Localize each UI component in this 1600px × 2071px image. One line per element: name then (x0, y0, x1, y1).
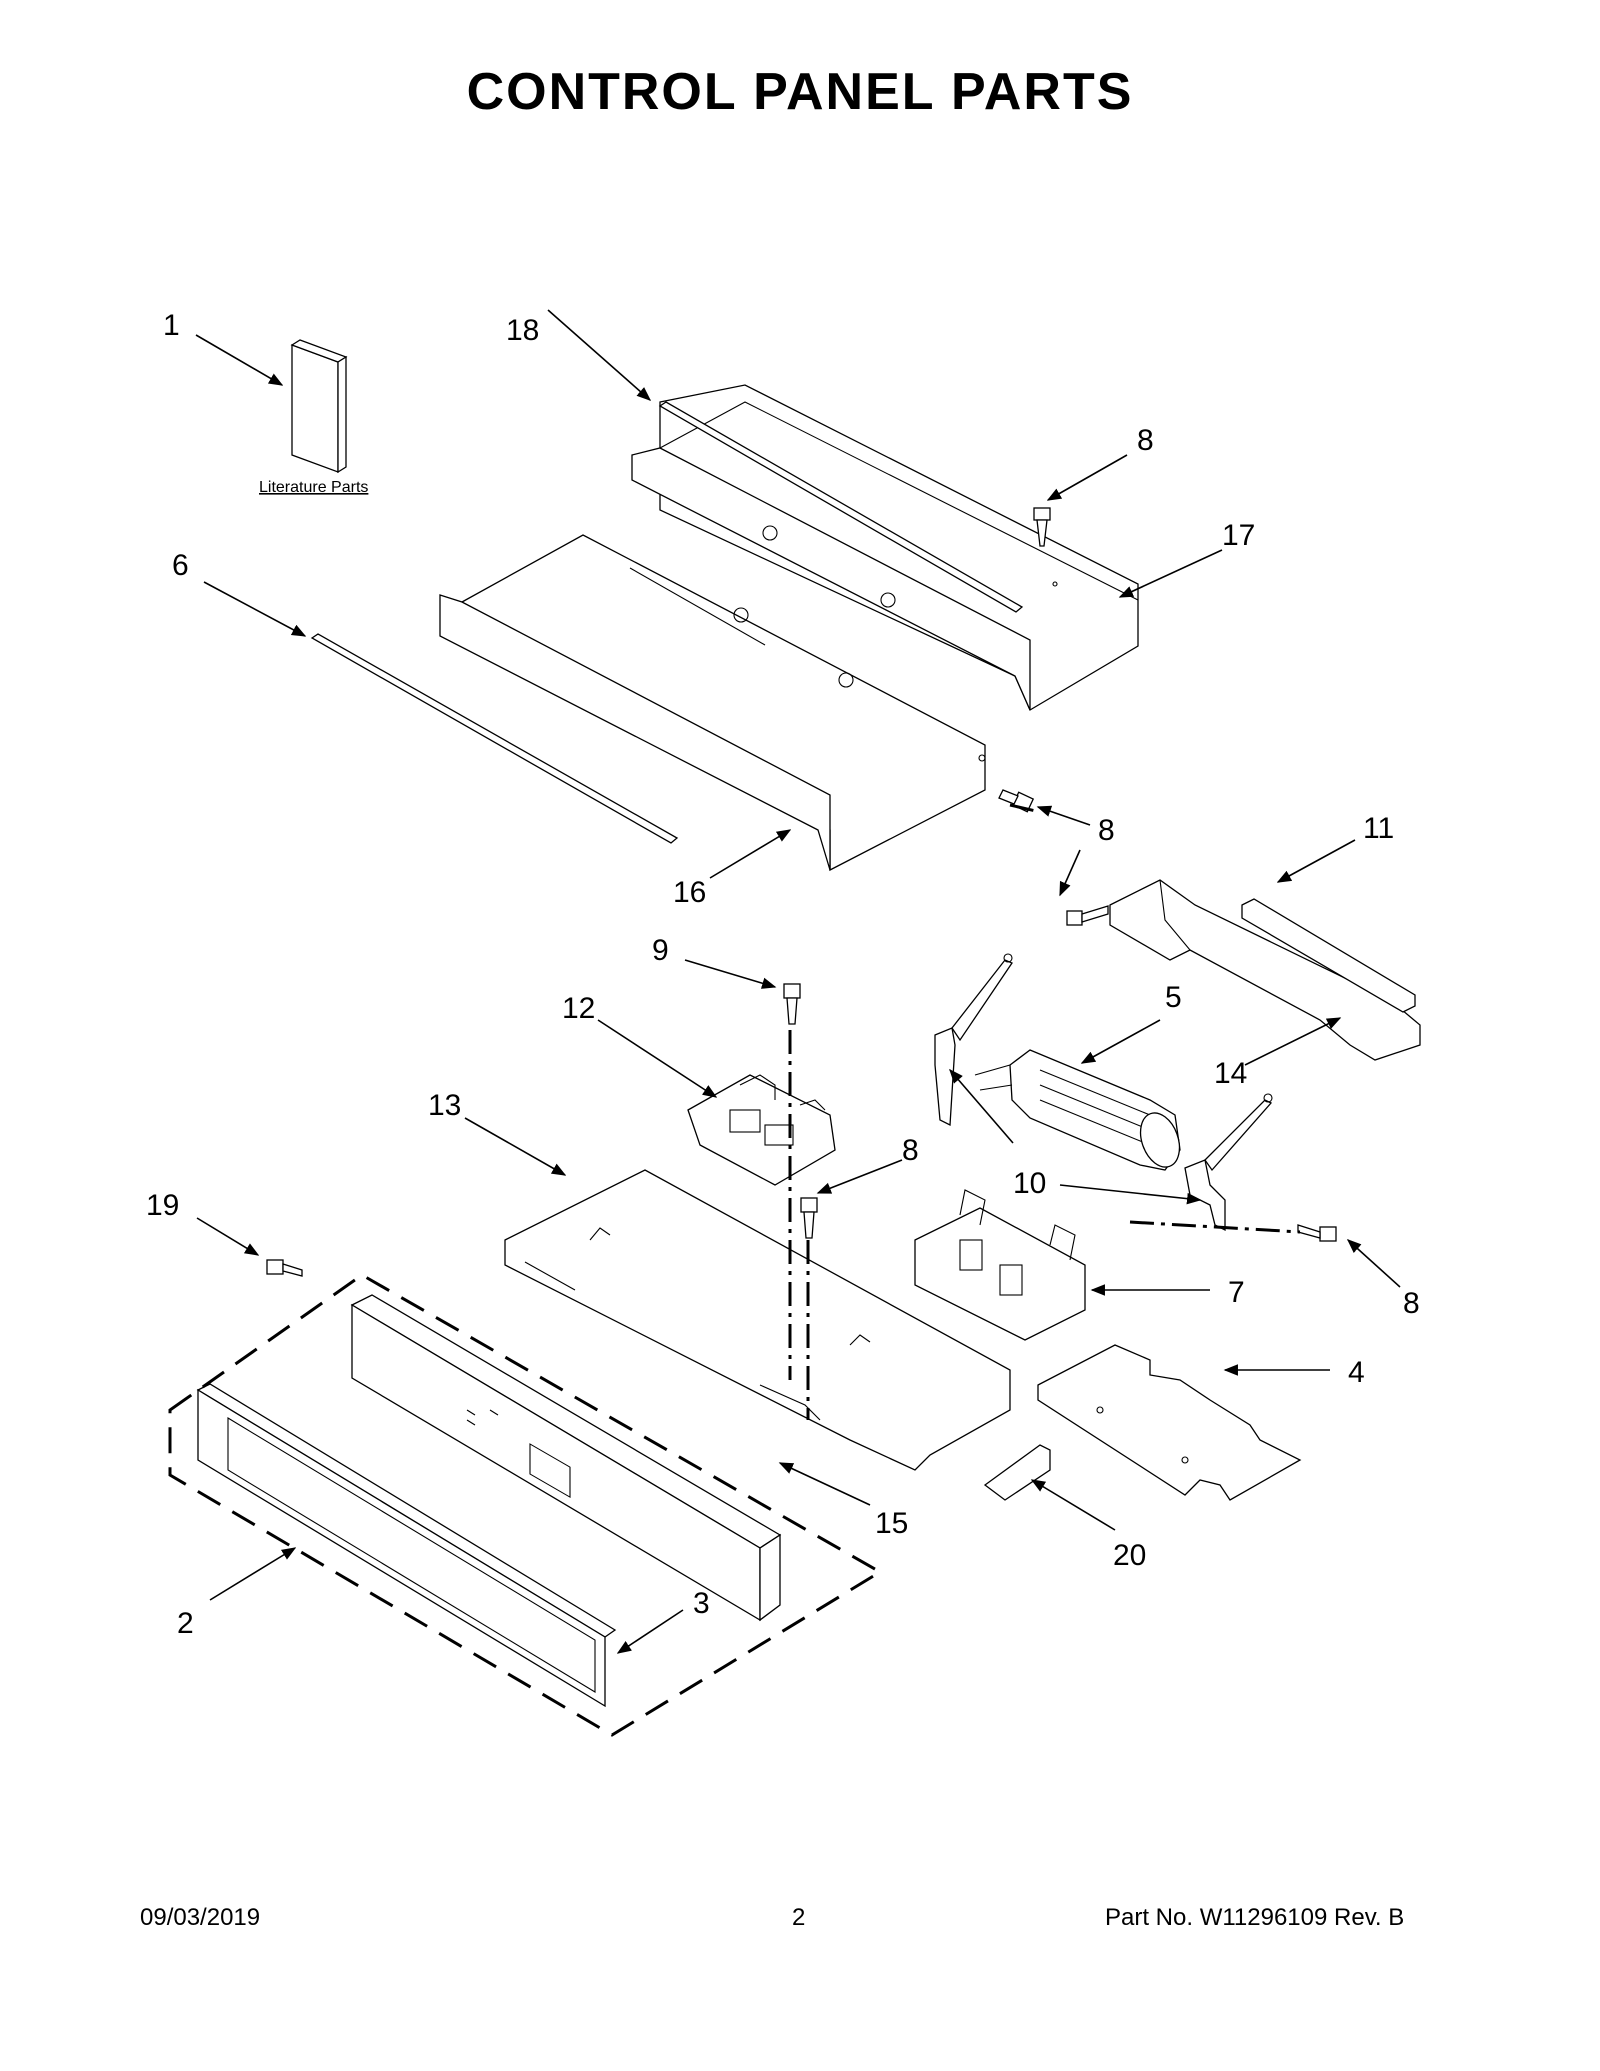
rod-part-6 (310, 633, 679, 844)
screw-part-8-top (1033, 507, 1051, 547)
callout-10: 10 (1013, 1167, 1046, 1200)
callout-11: 11 (1363, 812, 1394, 845)
screw-part-8-center (800, 1197, 818, 1239)
callout-15: 15 (875, 1507, 908, 1540)
callout-3: 3 (693, 1587, 710, 1620)
footer-page-number: 2 (792, 1904, 806, 1931)
bracket-part-10-right (1184, 1093, 1273, 1232)
callout-6: 6 (172, 549, 189, 582)
page-title: CONTROL PANEL PARTS (466, 63, 1134, 121)
callout-16: 16 (673, 876, 706, 909)
upper-frame-part (631, 384, 1139, 711)
insulation-sheet-part-4 (1037, 1344, 1302, 1501)
lower-frame-part (439, 534, 986, 872)
callout-12: 12 (562, 992, 595, 1025)
small-bracket-part-20 (983, 1444, 1051, 1501)
literature-booklet-part (290, 339, 348, 474)
callout-14: 14 (1214, 1057, 1247, 1090)
bar-part-11 (1241, 898, 1416, 1013)
callout-8: 8 (902, 1134, 919, 1167)
callout-20: 20 (1113, 1539, 1146, 1572)
screw-part-9 (783, 983, 801, 1025)
blower-fan-part-5 (974, 1049, 1181, 1171)
callout-labels: 1 18 8 17 6 8 16 11 9 12 5 14 13 8 10 19… (146, 309, 1420, 1640)
relay-board-part-7 (914, 1189, 1086, 1341)
screw-part-8-bracket (1066, 905, 1109, 926)
callout-4: 4 (1348, 1356, 1365, 1389)
screw-part-8-right (1297, 1224, 1337, 1242)
screw-part-19 (266, 1259, 303, 1277)
callout-17: 17 (1222, 519, 1255, 552)
callout-18: 18 (506, 314, 539, 347)
callout-5: 5 (1165, 981, 1182, 1014)
callout-8: 8 (1098, 814, 1115, 847)
callout-8: 8 (1403, 1287, 1420, 1320)
callout-7: 7 (1228, 1276, 1245, 1309)
bracket-part-10-left (934, 953, 1013, 1127)
rear-bracket-part-14 (1109, 879, 1421, 1061)
literature-parts-label[interactable]: Literature Parts (259, 479, 368, 496)
callout-8: 8 (1137, 424, 1154, 457)
control-board-part-12 (687, 1074, 836, 1186)
assembly-axis-lines (788, 803, 1301, 1420)
leader-lines (195, 309, 1401, 1654)
control-panel-front-part-3 (350, 1294, 782, 1622)
callout-9: 9 (652, 934, 669, 967)
console-trim-part-2 (196, 1383, 617, 1708)
footer-part-number: Part No. W11296109 Rev. B (1105, 1904, 1405, 1931)
cover-plate-part-13 (504, 1169, 1011, 1471)
callout-1: 1 (163, 309, 180, 342)
rod-part-18 (658, 401, 1024, 613)
callout-13: 13 (428, 1089, 461, 1122)
footer-date: 09/03/2019 (140, 1904, 261, 1931)
callout-2: 2 (177, 1607, 194, 1640)
callout-19: 19 (146, 1189, 179, 1222)
